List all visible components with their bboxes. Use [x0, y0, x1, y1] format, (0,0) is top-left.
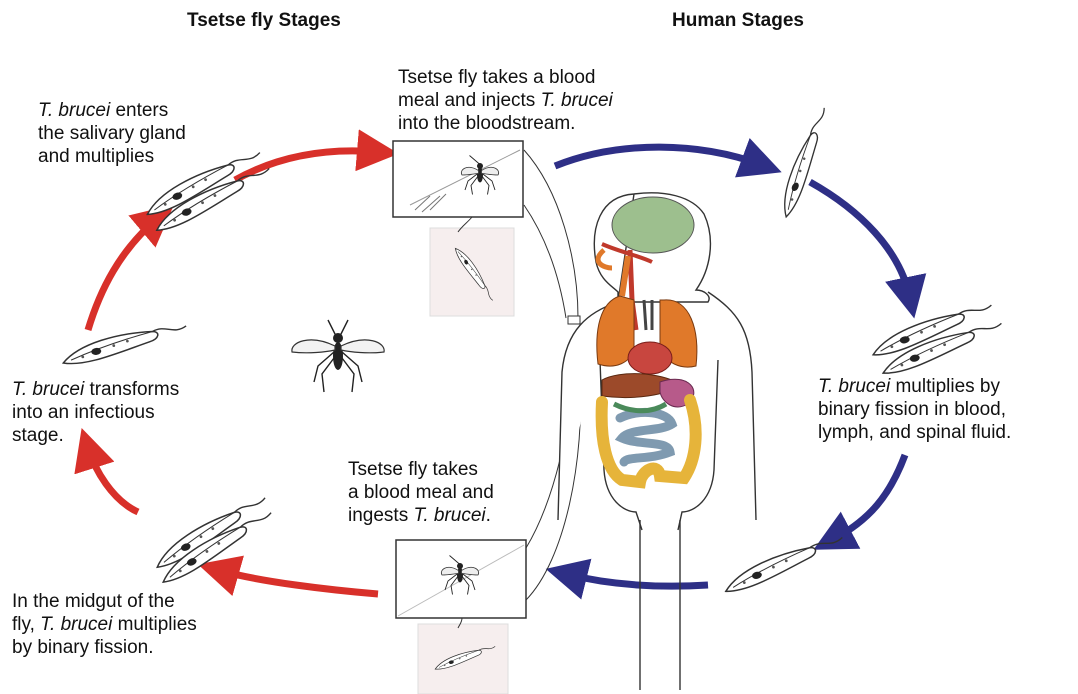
header-tsetse-stages: Tsetse fly Stages [187, 10, 341, 32]
bite-panel-top [393, 141, 523, 217]
arrow-to-human-multiply [810, 182, 910, 298]
tsetse-fly-icon [292, 320, 384, 392]
heart [628, 342, 672, 374]
brain [612, 197, 694, 253]
trypanosome-infectious [61, 326, 189, 365]
trypanosome-bloodstream-top [767, 108, 844, 218]
arrow-into-bloodstream [555, 147, 762, 166]
trypanosome-midgut [148, 498, 280, 584]
arrow-to-midgut [218, 570, 378, 594]
arrow-to-salivary-gland [88, 218, 158, 330]
trypanosome-human-fission [868, 304, 1007, 376]
label-injects-bloodstream: Tsetse fly takes a blood meal and inject… [398, 66, 613, 135]
human-body [558, 193, 756, 690]
arrow-to-ingest [566, 574, 708, 586]
trypanosome-bloodstream-bottom [720, 538, 849, 594]
arrow-to-bloodstream-form [832, 455, 905, 540]
label-midgut: In the midgut of the fly, T. brucei mult… [12, 590, 197, 659]
small-intestine [620, 412, 672, 462]
arrow-to-infectious-stage [88, 448, 138, 512]
label-ingests: Tsetse fly takes a blood meal and ingest… [348, 458, 494, 527]
label-transforms-infectious: T. brucei transforms into an infectious … [12, 378, 179, 447]
header-human-stages: Human Stages [672, 10, 804, 32]
label-multiplies-human: T. brucei multiplies by binary fission i… [818, 375, 1011, 444]
label-enters-salivary-gland: T. brucei enters the salivary gland and … [38, 99, 186, 168]
